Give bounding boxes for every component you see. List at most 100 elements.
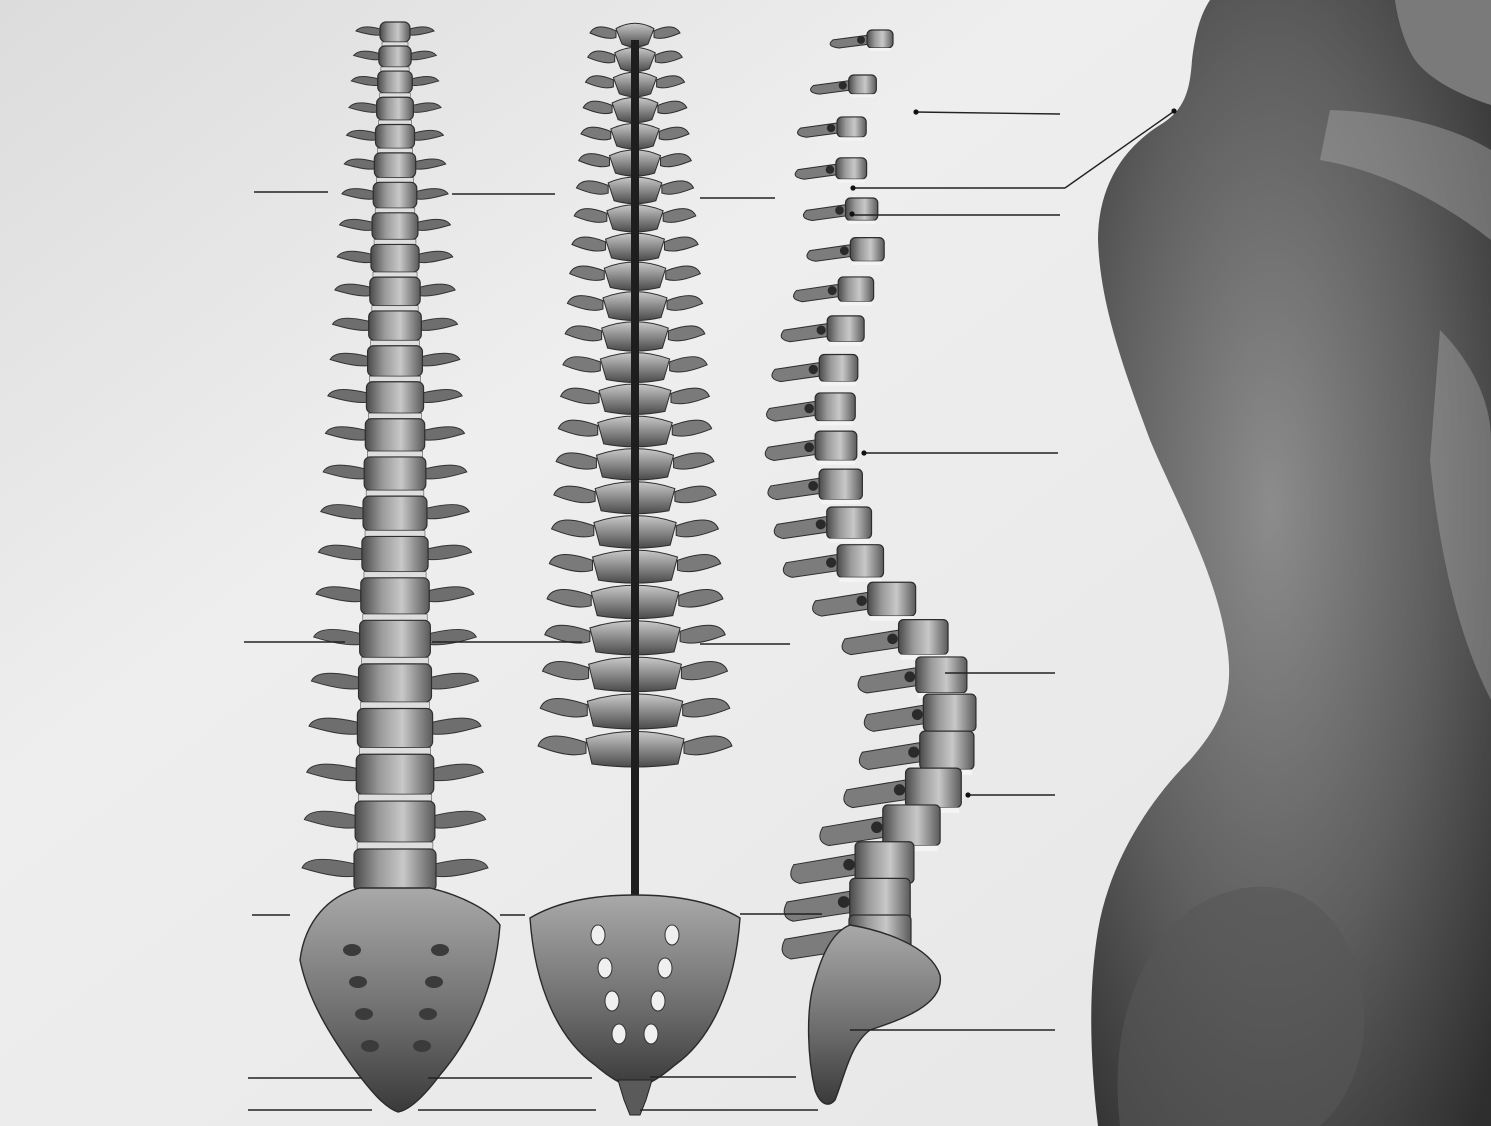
anterior-vertebral-body: [371, 244, 419, 272]
sacral-foramen: [425, 976, 443, 988]
leader-anchor-dot: [965, 792, 970, 797]
anterior-vertebral-body: [354, 849, 436, 891]
sacral-foramen: [349, 976, 367, 988]
anterior-vertebral-body: [379, 46, 411, 67]
anterior-intervertebral-disc: [365, 530, 425, 536]
lateral-intervertebral-foramen: [808, 481, 818, 491]
lateral-intervertebral-foramen: [894, 784, 905, 795]
lateral-intervertebral-disc: [817, 421, 853, 425]
anterior-intervertebral-disc: [374, 240, 416, 245]
sacral-foramen: [598, 958, 612, 978]
lateral-intervertebral-foramen: [804, 442, 814, 452]
lateral-intervertebral-foramen: [887, 634, 898, 645]
anterior-vertebral-body: [357, 709, 432, 748]
anterior-vertebral-body: [368, 346, 423, 377]
sacral-foramen: [431, 944, 449, 956]
sacral-foramen: [644, 1024, 658, 1044]
anterior-vertebral-body: [355, 801, 435, 842]
anterior-intervertebral-disc: [375, 208, 415, 213]
sacral-foramen: [361, 1040, 379, 1052]
lateral-vertebral-body: [868, 582, 916, 616]
anterior-vertebral-body: [361, 578, 429, 614]
leader-anchor-dot: [849, 211, 854, 216]
lateral-vertebral-body: [846, 198, 878, 221]
anterior-vertebral-body: [366, 382, 423, 413]
lateral-intervertebral-disc: [829, 342, 862, 346]
anterior-intervertebral-disc: [379, 120, 412, 124]
lateral-vertebral-body: [838, 277, 873, 302]
lateral-vertebral-body: [819, 469, 862, 499]
lateral-intervertebral-foramen: [804, 404, 814, 414]
lateral-intervertebral-disc: [852, 261, 882, 265]
sacral-foramen: [651, 991, 665, 1011]
anterior-vertebral-body: [365, 419, 424, 451]
anterior-intervertebral-disc: [376, 178, 413, 183]
lateral-vertebral-body: [867, 30, 893, 48]
lateral-vertebral-body: [827, 316, 864, 342]
leader-anchor-dot: [850, 185, 855, 190]
lateral-intervertebral-disc: [829, 539, 870, 544]
lateral-vertebral-body: [906, 768, 962, 807]
lateral-intervertebral-foramen: [871, 822, 882, 833]
lateral-vertebral-body: [827, 507, 872, 539]
anterior-vertebral-body: [370, 277, 420, 306]
anterior-intervertebral-disc: [362, 658, 429, 664]
lateral-intervertebral-foramen: [857, 36, 865, 44]
leader-anchor-dot: [913, 109, 918, 114]
lateral-vertebral-body: [850, 238, 884, 262]
lateral-intervertebral-foramen: [816, 519, 826, 529]
sacral-foramen: [413, 1040, 431, 1052]
lateral-intervertebral-foramen: [828, 286, 837, 295]
lateral-intervertebral-disc: [869, 48, 891, 51]
anterior-vertebral-body: [369, 311, 422, 341]
sacral-foramen: [343, 944, 361, 956]
lateral-intervertebral-disc: [821, 382, 856, 386]
lateral-vertebral-body: [855, 842, 914, 884]
anterior-intervertebral-disc: [366, 490, 424, 496]
lateral-intervertebral-foramen: [908, 747, 919, 758]
lateral-intervertebral-foramen: [835, 206, 844, 215]
anterior-vertebral-body: [360, 620, 431, 657]
anterior-intervertebral-disc: [368, 413, 421, 419]
lateral-intervertebral-disc: [821, 500, 860, 504]
leader-anchor-dot: [1171, 108, 1176, 113]
anterior-vertebral-body: [378, 71, 413, 93]
lateral-intervertebral-disc: [839, 577, 881, 582]
sacral-foramen: [665, 925, 679, 945]
lateral-intervertebral-disc: [848, 221, 876, 225]
sacral-foramen: [419, 1008, 437, 1020]
anterior-intervertebral-disc: [377, 148, 412, 153]
sacral-foramen: [658, 958, 672, 978]
anterior-intervertebral-disc: [358, 794, 431, 801]
lateral-intervertebral-foramen: [912, 709, 923, 720]
leader-anchor-dot: [861, 450, 866, 455]
lateral-intervertebral-foramen: [826, 558, 836, 568]
anterior-intervertebral-disc: [359, 748, 430, 755]
lateral-intervertebral-foramen: [838, 896, 850, 908]
anterior-intervertebral-disc: [363, 614, 427, 620]
sacral-foramen: [605, 991, 619, 1011]
anterior-intervertebral-disc: [357, 842, 433, 849]
lateral-vertebral-body: [837, 117, 866, 137]
anterior-vertebral-body: [372, 213, 418, 240]
sacral-foramen: [612, 1024, 626, 1044]
lateral-vertebral-body: [883, 805, 940, 846]
lateral-intervertebral-disc: [840, 302, 871, 306]
lateral-vertebral-body: [815, 431, 857, 460]
lateral-intervertebral-disc: [817, 460, 855, 464]
anterior-intervertebral-disc: [367, 451, 422, 457]
lateral-intervertebral-foramen: [843, 859, 855, 871]
lateral-intervertebral-foramen: [817, 325, 826, 334]
anterior-intervertebral-disc: [381, 67, 409, 71]
lateral-vertebral-body: [815, 393, 855, 421]
anterior-intervertebral-disc: [380, 93, 411, 97]
anterior-vertebral-body: [377, 97, 414, 120]
anterior-intervertebral-disc: [370, 376, 421, 381]
anterior-vertebral-body: [373, 182, 417, 208]
lateral-intervertebral-foramen: [904, 671, 915, 682]
lateral-intervertebral-disc: [851, 94, 875, 97]
lateral-vertebral-body: [836, 158, 867, 179]
lateral-intervertebral-foramen: [826, 165, 835, 174]
